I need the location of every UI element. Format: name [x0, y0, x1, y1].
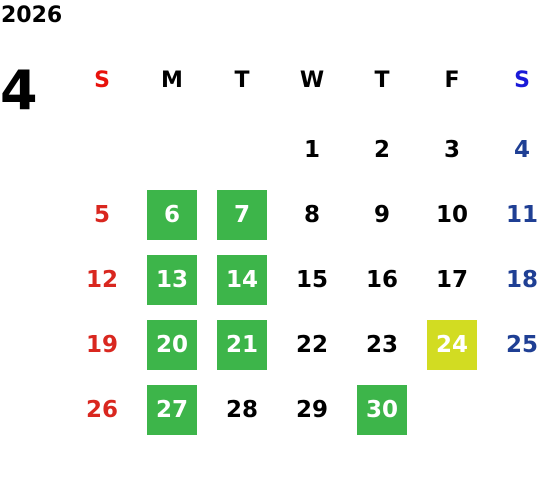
- day-18[interactable]: 18: [505, 267, 538, 293]
- day-11[interactable]: 11: [505, 202, 538, 228]
- month-number: 4: [0, 59, 38, 122]
- day-10[interactable]: 10: [435, 202, 468, 228]
- day-7[interactable]: 7: [217, 190, 267, 240]
- weekday-header-0: S: [94, 67, 110, 93]
- weekday-header-6: S: [514, 67, 530, 93]
- day-12[interactable]: 12: [85, 267, 118, 293]
- day-25[interactable]: 25: [505, 332, 538, 358]
- day-5[interactable]: 5: [93, 202, 110, 228]
- weekday-header-1: M: [161, 67, 183, 93]
- day-27[interactable]: 27: [147, 385, 197, 435]
- day-16[interactable]: 16: [365, 267, 398, 293]
- day-22[interactable]: 22: [295, 332, 328, 358]
- day-17[interactable]: 17: [435, 267, 468, 293]
- day-8[interactable]: 8: [303, 202, 320, 228]
- day-20[interactable]: 20: [147, 320, 197, 370]
- day-15[interactable]: 15: [295, 267, 328, 293]
- day-28[interactable]: 28: [225, 397, 258, 423]
- day-23[interactable]: 23: [365, 332, 398, 358]
- weekday-header-2: T: [234, 67, 250, 93]
- day-26[interactable]: 26: [85, 397, 118, 423]
- weekday-header-4: T: [374, 67, 390, 93]
- year-label: 2026: [1, 3, 63, 28]
- day-29[interactable]: 29: [295, 397, 328, 423]
- day-3[interactable]: 3: [443, 137, 460, 163]
- day-13[interactable]: 13: [147, 255, 197, 305]
- weekday-header-5: F: [444, 67, 460, 93]
- day-24[interactable]: 24: [427, 320, 477, 370]
- day-4[interactable]: 4: [513, 137, 530, 163]
- day-21[interactable]: 21: [217, 320, 267, 370]
- weekday-header-3: W: [299, 67, 325, 93]
- day-30[interactable]: 30: [357, 385, 407, 435]
- day-14[interactable]: 14: [217, 255, 267, 305]
- day-2[interactable]: 2: [373, 137, 390, 163]
- day-19[interactable]: 19: [85, 332, 118, 358]
- day-1[interactable]: 1: [303, 137, 320, 163]
- day-9[interactable]: 9: [373, 202, 390, 228]
- day-6[interactable]: 6: [147, 190, 197, 240]
